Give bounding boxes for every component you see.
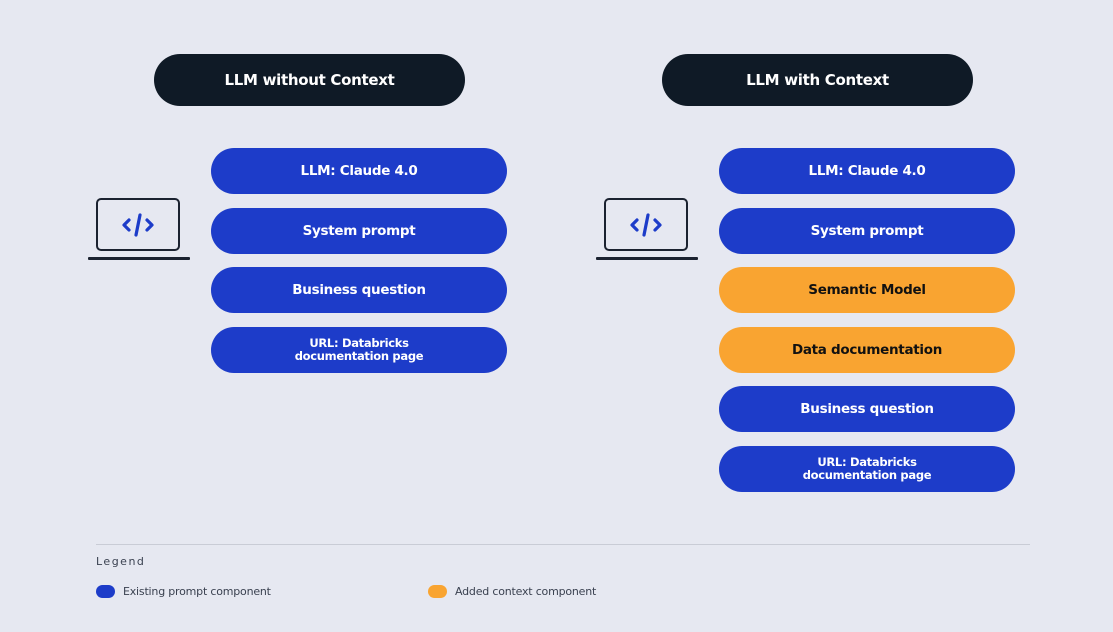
code-icon [604,198,688,251]
added-swatch [428,585,447,598]
component-url: URL: Databricks documentation page [211,326,507,373]
component-system-prompt: System prompt [719,207,1015,254]
component-llm: LLM: Claude 4.0 [719,148,1015,194]
code-brackets-icon [122,212,154,237]
legend-title: Legend [96,555,146,568]
left-component-stack: LLM: Claude 4.0 System prompt Business q… [211,148,507,386]
component-url: URL: Databricks documentation page [719,445,1015,492]
existing-swatch [96,585,115,598]
right-panel-title: LLM with Context [662,54,973,106]
component-business-question: Business question [211,267,507,314]
legend-label-added: Added context component [455,585,597,598]
right-laptop-icon [596,198,700,262]
component-business-question: Business question [719,386,1015,433]
legend-label-existing: Existing prompt component [123,585,271,598]
legend-divider [96,544,1030,545]
component-llm: LLM: Claude 4.0 [211,148,507,194]
laptop-base [88,257,190,260]
legend-item-added: Added context component [428,585,596,598]
left-laptop-icon [88,198,192,262]
code-icon [96,198,180,251]
right-component-stack: LLM: Claude 4.0 System prompt Semantic M… [719,148,1015,506]
component-semantic-model: Semantic Model [719,267,1015,314]
component-system-prompt: System prompt [211,207,507,254]
left-panel-title: LLM without Context [154,54,465,106]
legend-item-existing: Existing prompt component [96,585,271,598]
code-brackets-icon [630,212,662,237]
component-data-documentation: Data documentation [719,326,1015,373]
laptop-base [596,257,698,260]
